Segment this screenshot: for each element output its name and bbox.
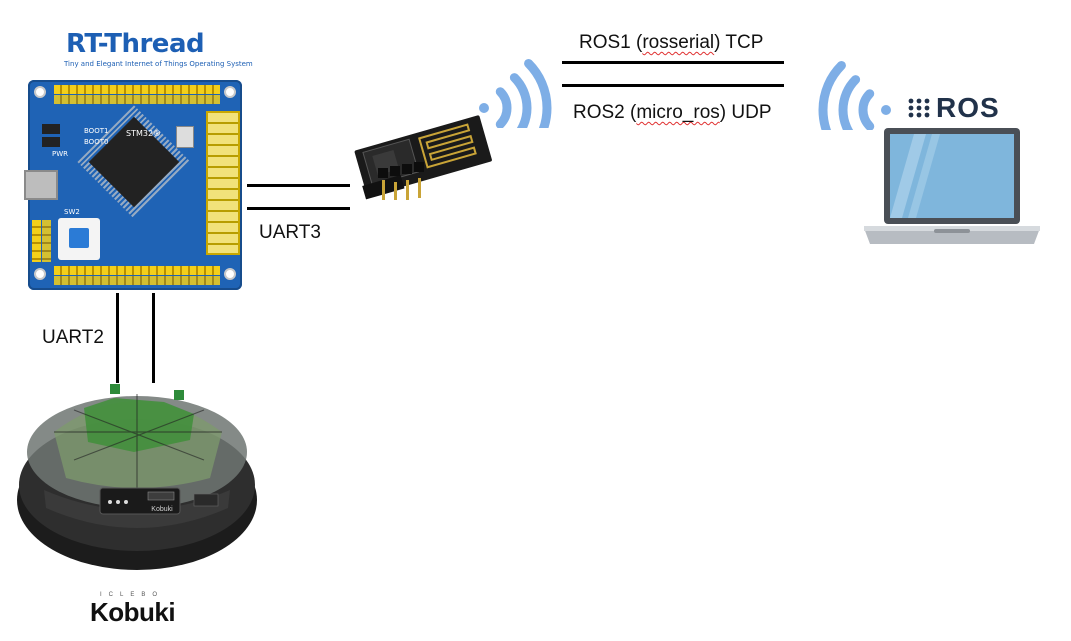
top-pin-header bbox=[54, 85, 220, 94]
stm32-board-icon: STM32® BOOT1 BOOT0 PWR SW2 bbox=[24, 80, 242, 290]
kobuki-robot-icon: Kobuki bbox=[17, 384, 257, 570]
ros1-link-line bbox=[562, 61, 784, 64]
top-pin-header bbox=[54, 95, 220, 104]
board-pin-label: BOOT1 bbox=[84, 127, 109, 135]
mount-hole bbox=[224, 268, 236, 280]
board-pin-label: BOOT0 bbox=[84, 138, 109, 146]
rt-thread-logo: RT-Thread bbox=[66, 29, 205, 59]
dip-switch bbox=[42, 124, 60, 134]
laptop-icon bbox=[864, 128, 1040, 244]
wifi-icon bbox=[818, 60, 891, 130]
uart2-label: UART2 bbox=[42, 327, 104, 348]
uart3-wire bbox=[247, 207, 350, 210]
uart2-wire bbox=[116, 293, 119, 383]
robot-brand-logo: Kobuki bbox=[90, 597, 176, 627]
board-label: STM32® bbox=[126, 129, 162, 138]
ros2-link-line bbox=[562, 84, 784, 87]
mount-hole bbox=[34, 86, 46, 98]
uart3-label: UART3 bbox=[259, 222, 321, 243]
ros-logo-text: ROS bbox=[936, 92, 1000, 123]
robot-brand-small: ICLEBO bbox=[100, 592, 165, 598]
box-header-connector bbox=[206, 111, 240, 255]
rt-thread-tagline: Tiny and Elegant Internet of Things Oper… bbox=[64, 60, 253, 68]
bottom-pin-header bbox=[54, 266, 220, 275]
board-pin-label: PWR bbox=[52, 150, 69, 158]
uart2-wire bbox=[152, 293, 155, 383]
side-pin-header bbox=[32, 220, 41, 262]
reset-switch bbox=[176, 126, 194, 148]
bottom-pin-header bbox=[54, 276, 220, 285]
uart3-wire bbox=[247, 184, 350, 187]
usb-port-icon bbox=[24, 170, 58, 200]
wifi-icon bbox=[479, 58, 552, 128]
reset-button-icon bbox=[58, 218, 100, 260]
side-pin-header bbox=[42, 220, 51, 262]
robot-panel-label: Kobuki bbox=[151, 506, 173, 513]
mount-hole bbox=[224, 86, 236, 98]
ros1-link-label: ROS1 (rosserial) TCP bbox=[579, 32, 764, 53]
ros-logo-icon bbox=[908, 98, 930, 118]
board-pin-label: SW2 bbox=[64, 208, 80, 216]
mount-hole bbox=[34, 268, 46, 280]
esp8266-module-icon bbox=[354, 115, 492, 200]
ros2-link-label: ROS2 (micro_ros) UDP bbox=[573, 102, 772, 123]
dip-switch bbox=[42, 137, 60, 147]
